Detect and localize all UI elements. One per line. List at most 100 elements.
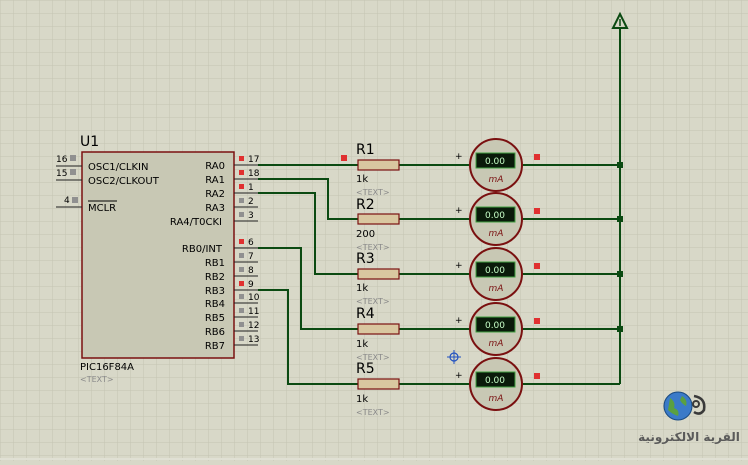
resistor-r3[interactable]: R3 1k <TEXT>	[356, 251, 400, 306]
resistor-ref: R4	[356, 306, 375, 322]
pin-number: 12	[248, 321, 259, 331]
pin-number: 1	[248, 183, 254, 193]
ammeter-reading: 0.00	[485, 211, 505, 221]
pin-name: RB4	[205, 299, 225, 310]
pin-name: RB5	[205, 313, 225, 324]
ammeter-display	[475, 316, 516, 333]
pin-name: RB7	[205, 341, 225, 352]
pin-name: RB2	[205, 272, 225, 283]
wire-ra1[interactable]	[258, 178, 358, 220]
wire-rb0[interactable]	[258, 247, 358, 330]
mcu-pin-osc1[interactable]: 16 OSC1/CLKIN	[56, 155, 148, 173]
power-terminal-icon[interactable]	[611, 11, 629, 29]
pin-marker	[534, 318, 540, 324]
resistor-body	[357, 159, 400, 171]
ammeter-reading: 0.00	[485, 376, 505, 386]
mcu-pin-ra0[interactable]: 17 RA0	[205, 155, 259, 172]
wire-rb3[interactable]	[258, 289, 358, 385]
pin-name: RA0	[205, 161, 225, 172]
pin-name: RB1	[205, 258, 225, 269]
ammeter-unit: mA	[489, 394, 504, 404]
mcu-pin-rb7[interactable]: 13 RB7	[205, 335, 260, 352]
pin-number: 4	[64, 196, 70, 206]
pin-number: 2	[248, 197, 254, 207]
ammeter-2[interactable]: 0.00 mA +	[455, 192, 540, 246]
resistor-ref: R1	[356, 142, 375, 158]
mcu-pin-rb3[interactable]: 9 RB3	[205, 280, 258, 297]
junction-dot	[617, 271, 623, 277]
resistor-ref: R5	[356, 361, 375, 377]
resistor-body	[357, 323, 400, 335]
ammeter-1[interactable]: 0.00 mA +	[455, 138, 540, 192]
resistor-r5[interactable]: R5 1k <TEXT>	[356, 361, 400, 417]
ammeter-display	[475, 371, 516, 388]
mcu-pin-ra3[interactable]: 2 RA3	[205, 197, 258, 214]
ammeter-unit: mA	[489, 175, 504, 185]
ammeter-display	[475, 152, 516, 169]
resistor-text-placeholder: <TEXT>	[356, 188, 390, 197]
mcu-pin-rb0[interactable]: 6 RB0/INT	[182, 238, 258, 255]
pin-marker	[534, 154, 540, 160]
pin-number: 8	[248, 266, 254, 276]
ammeter-unit: mA	[489, 284, 504, 294]
pin-number: 15	[56, 169, 67, 179]
ammeter-5[interactable]: 0.00 mA +	[455, 357, 540, 411]
pin-number: 9	[248, 280, 254, 290]
mcu-left-pins: 16 OSC1/CLKIN 15 OSC2/CLKOUT 4 MCLR	[56, 155, 160, 214]
ammeter-4[interactable]: 0.00 mA +	[455, 302, 540, 356]
mcu-pin-rb1[interactable]: 7 RB1	[205, 252, 258, 269]
resistor-ref: R2	[356, 197, 375, 213]
pin-marker	[341, 155, 347, 161]
ammeter-plus-label: +	[455, 261, 463, 271]
resistor-text-placeholder: <TEXT>	[356, 353, 390, 362]
resistor-r4[interactable]: R4 1k <TEXT>	[356, 306, 400, 362]
pin-name: RA4/T0CKI	[170, 217, 222, 228]
mcu-pin-rb4[interactable]: 10 RB4	[205, 293, 260, 310]
pin-name: RA2	[205, 189, 225, 200]
pin-name: RB3	[205, 286, 225, 297]
resistor-r2[interactable]: R2 200 <TEXT>	[356, 197, 400, 252]
resistor-ref: R3	[356, 251, 375, 267]
resistor-body	[357, 213, 400, 225]
resistor-value: 1k	[356, 339, 368, 350]
pin-name: RA3	[205, 203, 225, 214]
mcu-pin-ra1[interactable]: 18 RA1	[205, 169, 259, 186]
pin-number: 13	[248, 335, 259, 345]
pin-number: 18	[248, 169, 260, 179]
pin-number: 16	[56, 155, 68, 165]
mcu-u1[interactable]: U1 PIC16F84A <TEXT> 16 OSC1/CLKIN 15 OSC…	[56, 134, 260, 384]
watermark-logo: القرية الالكترونية	[630, 388, 748, 458]
ammeter-plus-label: +	[455, 371, 463, 381]
pin-name: RB6	[205, 327, 225, 338]
wire-ra2[interactable]	[258, 192, 358, 275]
resistor-value: 1k	[356, 394, 368, 405]
pin-number: 17	[248, 155, 259, 165]
mcu-pin-ra2[interactable]: 1 RA2	[205, 183, 258, 200]
pin-name: OSC2/CLKOUT	[88, 176, 160, 187]
mcu-pin-rb2[interactable]: 8 RB2	[205, 266, 258, 283]
mcu-pin-ra4[interactable]: 3 RA4/T0CKI	[170, 211, 258, 228]
mcu-ref-label: U1	[80, 134, 99, 150]
pin-number: 11	[248, 307, 259, 317]
pin-number: 3	[248, 211, 254, 221]
ammeter-reading: 0.00	[485, 266, 505, 276]
ammeter-reading: 0.00	[485, 321, 505, 331]
mcu-pin-mclr[interactable]: 4 MCLR	[56, 196, 117, 214]
mcu-pin-osc2[interactable]: 15 OSC2/CLKOUT	[56, 169, 160, 187]
pin-name: OSC1/CLKIN	[88, 162, 148, 173]
mcu-pin-rb5[interactable]: 11 RB5	[205, 307, 260, 324]
ammeter-3[interactable]: 0.00 mA +	[455, 247, 540, 301]
ammeter-plus-label: +	[455, 316, 463, 326]
pin-name: RB0/INT	[182, 244, 223, 255]
resistor-r1[interactable]: R1 1k <TEXT>	[341, 142, 400, 197]
resistor-value: 1k	[356, 174, 368, 185]
mcu-body[interactable]	[81, 151, 235, 359]
pin-marker	[534, 208, 540, 214]
mcu-pin-rb6[interactable]: 12 RB6	[205, 321, 260, 338]
ammeter-plus-label: +	[455, 152, 463, 162]
wires	[258, 28, 623, 385]
resistor-value: 200	[356, 229, 375, 240]
resistor-value: 1k	[356, 283, 368, 294]
ammeter-plus-label: +	[455, 206, 463, 216]
